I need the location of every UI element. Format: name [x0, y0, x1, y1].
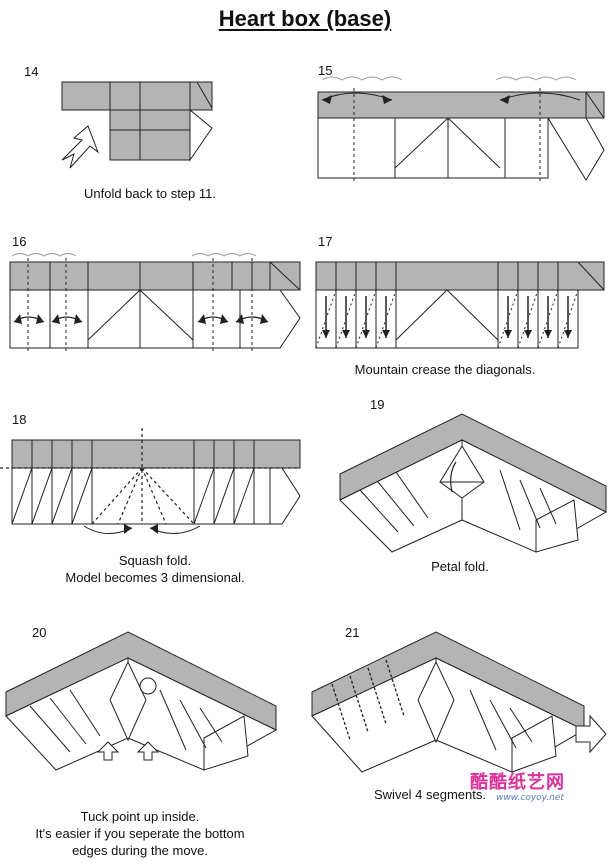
step-20-number: 20	[32, 625, 47, 640]
step-19-arrows	[450, 461, 457, 493]
step-14-top-band	[61, 81, 213, 111]
step-14-caption: Unfold back to step 11.	[40, 185, 260, 202]
step-14-unfold-arrow	[61, 125, 100, 169]
page-title: Heart box (base)	[218, 6, 392, 31]
step-20-caption-line-1: Tuck point up inside.	[80, 809, 200, 824]
step-18-caption-line-2: Model becomes 3 dimensional.	[65, 570, 245, 585]
step-19-caption-line: Petal fold.	[431, 559, 489, 574]
step-20-caption-line-3: edges during the move.	[72, 843, 208, 858]
step-14-caption-line: Unfold back to step 11.	[83, 186, 216, 201]
step-15-number: 15	[318, 63, 333, 78]
step-15-body	[317, 117, 549, 179]
watermark-logo: 酷酷纸艺网	[470, 772, 565, 793]
step-18-caption-line-1: Squash fold.	[118, 553, 192, 568]
step-19-number: 19	[370, 397, 385, 412]
step-14-number: 14	[24, 64, 39, 79]
step-14-center-flap	[109, 109, 191, 161]
step-20-caption-line-2: It's easier if you seperate the bottom	[35, 826, 245, 841]
step-18-top-band	[11, 439, 301, 469]
step-17-caption-line: Mountain crease the diagonals.	[354, 362, 536, 377]
watermark-url: www.coyoy.net	[496, 793, 564, 803]
step-21-caption-line: Swivel 4 segments.	[374, 787, 486, 802]
step-20-caption: Tuck point up inside. It's easier if you…	[10, 808, 270, 859]
step-21-next-arrow	[575, 714, 607, 754]
step-21-number: 21	[345, 625, 360, 640]
step-17-number: 17	[318, 234, 333, 249]
step-18-number: 18	[12, 412, 27, 427]
step-18-caption: Squash fold. Model becomes 3 dimensional…	[10, 552, 300, 586]
step-16-number: 16	[12, 234, 27, 249]
step-14-point	[189, 108, 213, 162]
step-21-caption: Swivel 4 segments.	[360, 786, 500, 803]
step-19-caption: Petal fold.	[400, 558, 520, 575]
step-17-caption: Mountain crease the diagonals.	[320, 361, 570, 378]
step-20-arrows	[96, 741, 160, 761]
